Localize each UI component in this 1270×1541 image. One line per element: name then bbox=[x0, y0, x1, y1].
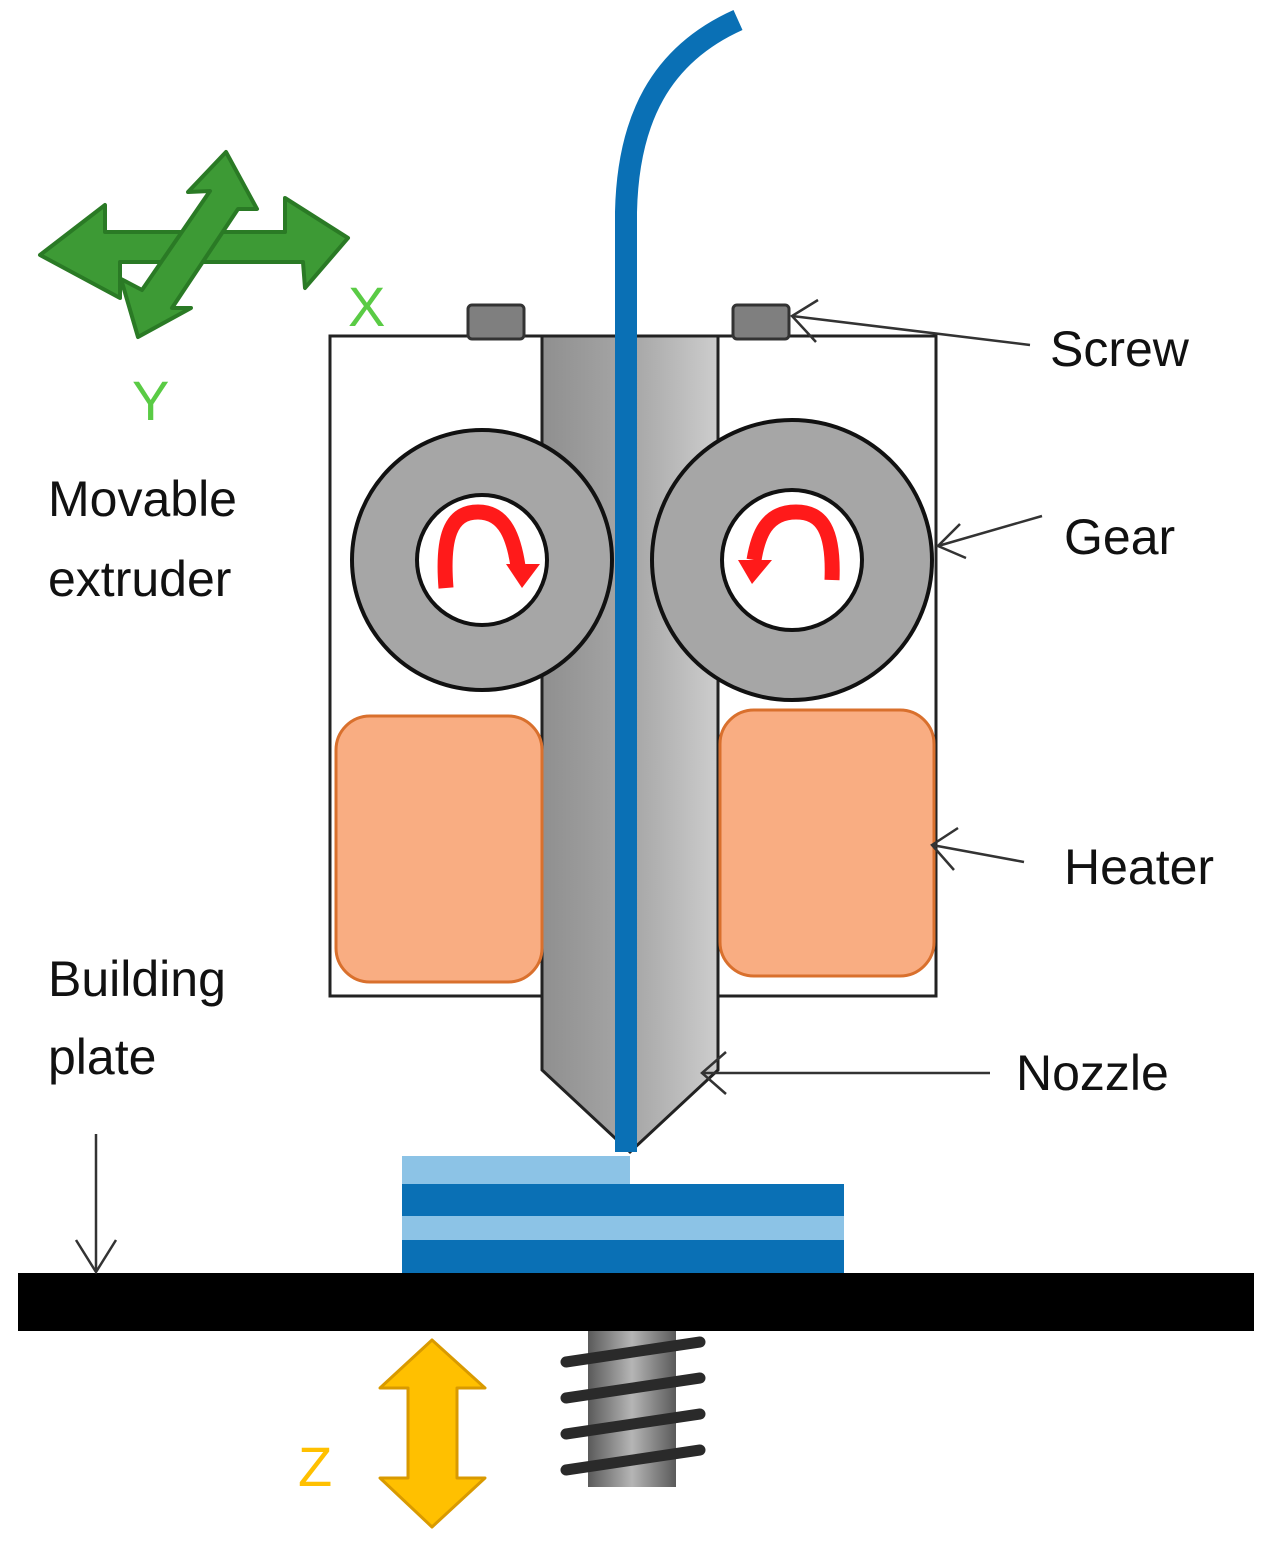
screw-head-left bbox=[466, 303, 526, 341]
nozzle-label: Nozzle bbox=[1016, 1045, 1169, 1101]
printed-layers bbox=[402, 1156, 844, 1274]
lead-screw bbox=[560, 1331, 706, 1487]
screw-head-right bbox=[731, 303, 791, 341]
building-plate-leader-arrow bbox=[74, 1134, 118, 1275]
x-axis-label: X bbox=[348, 275, 385, 338]
movable-extruder-label-line1: Movable bbox=[48, 471, 237, 527]
heater-left bbox=[334, 714, 544, 984]
screw-label: Screw bbox=[1050, 321, 1190, 377]
building-plate bbox=[18, 1273, 1254, 1331]
gear-left bbox=[350, 428, 614, 692]
heater-leader-arrow bbox=[930, 826, 1025, 871]
leader-lines bbox=[74, 298, 1043, 1275]
gear-right bbox=[650, 418, 934, 702]
movable-extruder-label-line2: extruder bbox=[48, 551, 231, 607]
building-plate-label-line2: plate bbox=[48, 1029, 156, 1085]
counterclockwise-rotation-icon bbox=[746, 504, 840, 581]
clockwise-rotation-icon bbox=[437, 504, 526, 589]
y-axis-label: Y bbox=[132, 369, 169, 432]
heater-right bbox=[718, 708, 936, 978]
xy-axis-arrows bbox=[38, 150, 350, 339]
gear-leader-arrow bbox=[935, 514, 1043, 560]
screw-leader-arrow bbox=[790, 298, 1031, 347]
nozzle-leader-arrow bbox=[700, 1051, 990, 1095]
z-axis-arrow bbox=[378, 1338, 487, 1529]
gear-label: Gear bbox=[1064, 509, 1175, 565]
building-plate-label-line1: Building bbox=[48, 951, 226, 1007]
heater-label: Heater bbox=[1064, 839, 1214, 895]
filament bbox=[615, 9, 743, 1152]
z-axis-label: Z bbox=[298, 1435, 332, 1498]
extruder-body bbox=[328, 303, 938, 1155]
y-axis-arrow bbox=[119, 150, 259, 339]
